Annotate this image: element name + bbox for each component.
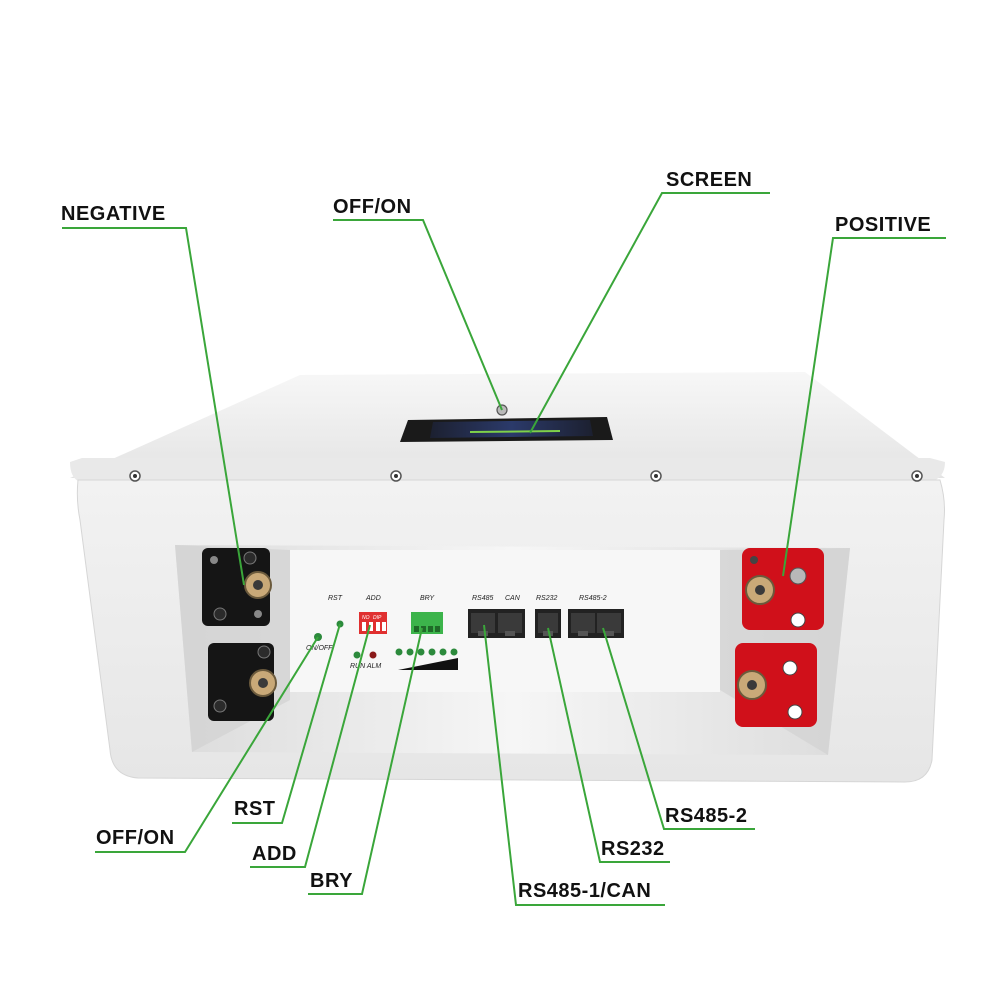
leader-off-on-top [333,219,503,411]
leader-screen [529,192,770,434]
panel-label-bry: BRY [420,595,435,602]
callout-bry: BRY [310,870,353,892]
panel-label-rs485: RS485 [472,595,494,602]
callout-rs485-1-can: RS485-1/CAN [518,880,652,902]
callout-off-on-top: OFF/ON [333,196,412,218]
panel-label-rst: RST [328,595,343,602]
panel-label-rs485-2: RS485-2 [579,595,607,602]
callout-rs232: RS232 [601,838,665,860]
leader-add [250,624,371,868]
leader-rst [232,623,341,824]
leader-off-on-bottom [95,636,319,853]
callout-rst: RST [234,798,276,820]
callout-screen: SCREEN [666,169,753,191]
rs232-port[interactable] [535,609,561,638]
bry-connector[interactable] [411,612,443,634]
panel-label-can: CAN [505,595,521,602]
leader-rs232 [547,627,670,863]
run-led [353,651,361,659]
battery-top-edge [70,458,945,482]
negative-terminal-upper [202,548,272,626]
positive-terminal-upper [742,548,824,630]
leader-lines [62,192,946,906]
rs485-2-ports[interactable] [568,609,624,638]
panel-label-add: ADD [365,595,381,602]
leader-rs485-2 [602,627,755,830]
top-screws [129,470,923,482]
callout-off-on-bottom: OFF/ON [96,827,175,849]
negative-terminal-lower [208,643,277,721]
callout-add: ADD [252,843,297,865]
callout-rs485-2: RS485-2 [665,805,748,827]
dip-no-label: NO [362,615,370,621]
rs485-1-can-ports[interactable] [468,609,525,638]
callout-negative: NEGATIVE [61,203,166,225]
leader-positive [782,237,946,577]
leader-negative [62,227,245,586]
positive-terminal-lower [735,643,817,727]
panel-label-rs232: RS232 [536,595,558,602]
panel-label-run-alm: RUN ALM [350,663,381,670]
leader-rs485-1-can [483,624,665,906]
dip-switch[interactable]: NO DIP [359,612,387,634]
alm-led [369,651,377,659]
panel-label-on-off: ON/OFF [306,645,333,652]
lcd-screen [400,404,613,442]
callout-positive: POSITIVE [835,214,932,236]
dip-dip-label: DIP [373,615,382,621]
leader-bry [308,627,423,895]
